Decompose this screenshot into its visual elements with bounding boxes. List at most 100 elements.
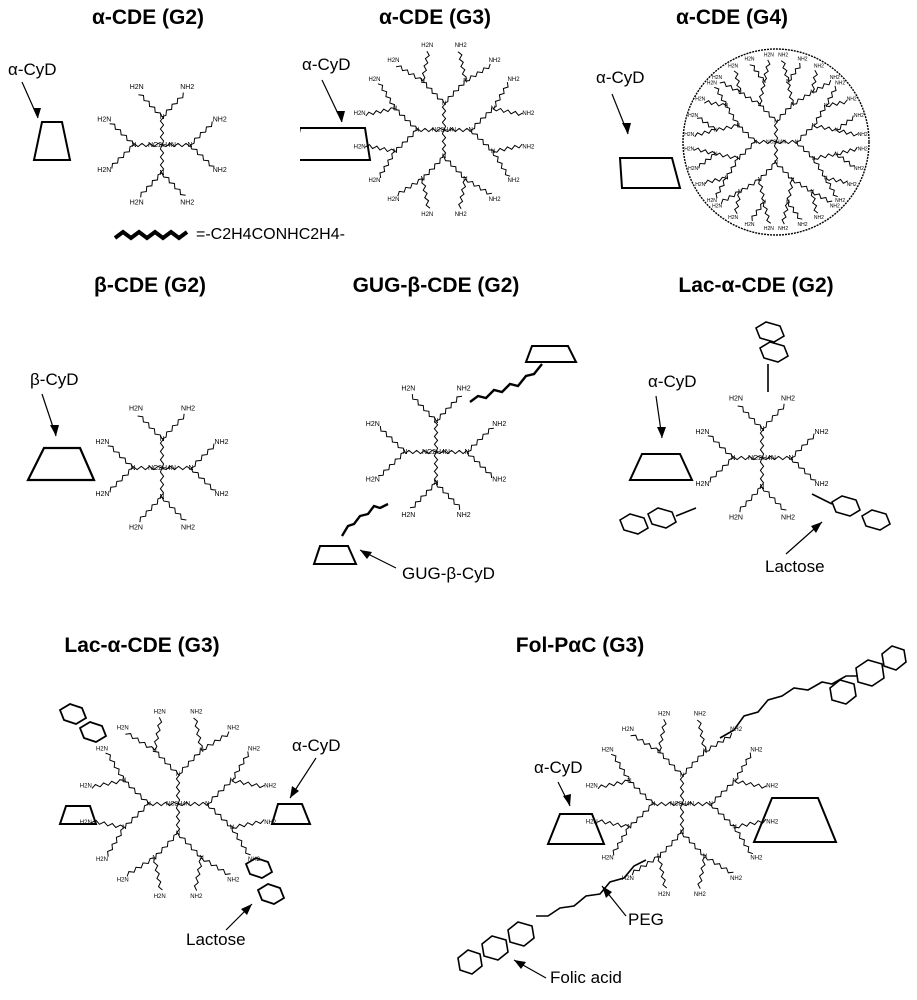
atom-label: NH2 (213, 167, 227, 174)
atom-label: N (152, 748, 156, 754)
atom-label: NH2 (858, 146, 868, 152)
lactose-label: Lactose (186, 930, 246, 949)
atom-label: H2N (80, 820, 92, 826)
atom-label: NH2 (835, 81, 845, 87)
gug-cyd-label: GUG-β-CyD (402, 564, 495, 583)
atom-label: H2N (154, 894, 166, 900)
atom-label: N (442, 101, 446, 107)
dendrimer-g3: NC2H4NNNH2NH2NNNH2NH2NNNH2NH2NNH2NH2NNNH… (80, 709, 277, 899)
atom-label: N (420, 79, 424, 85)
panel-title: Lac-α-CDE (G2) (678, 274, 834, 297)
atom-label: NH2 (522, 144, 535, 150)
atom-label: NH2 (847, 96, 857, 102)
atom-label: NH2 (766, 784, 779, 790)
atom-label: NH2 (457, 512, 471, 519)
atom-label: H2N (712, 75, 722, 81)
lactose-left (619, 507, 697, 535)
molecule-diagram: NC2H4NNNNH2NH2NNH2NH2NNNNH2NH2NNH2NH2NNN… (611, 48, 870, 236)
cyclodextrin-ring-right (270, 803, 312, 825)
atom-label: H2N (368, 178, 380, 184)
panel-title: α-CDE (G3) (378, 6, 492, 29)
dendrimer-g3: NC2H4NNNH2NH2NNNH2NH2NNNH2NH2NNH2NH2NNNH… (586, 711, 779, 897)
atom-label: NH2 (180, 84, 194, 91)
atom-label: NH2 (797, 222, 807, 228)
cyclodextrin-ring (32, 121, 72, 161)
molecule-diagram: NC2H4NNNH2NH2NNNH2NH2NNNH2NH2NNH2NH2NNNH… (457, 645, 907, 979)
atom-label: NH2 (508, 77, 521, 83)
dendrimer-shell (682, 48, 870, 236)
atom-label: NH2 (830, 203, 840, 209)
dendrimer-g3: NC2H4NNNH2NH2NNNH2NH2NNNH2NH2NNH2NH2NNNH… (354, 43, 535, 218)
atom-label: NH2 (781, 395, 795, 402)
atom-label: H2N (658, 892, 670, 898)
atom-label: H2N (95, 439, 109, 446)
atom-label: N (393, 106, 397, 112)
atom-label: H2N (354, 111, 366, 117)
lactose-bottom (244, 857, 286, 905)
atom-label: NH2 (730, 876, 743, 882)
atom-label: NH2 (227, 878, 240, 884)
atom-label: NH2 (694, 711, 707, 717)
cyd-label: α-CyD (8, 60, 57, 79)
linker-zigzag-icon (113, 229, 189, 241)
atom-label: N (759, 426, 764, 433)
atom-label: N (703, 749, 707, 755)
atom-label: NH2 (264, 783, 277, 789)
atom-label: H2N (695, 96, 705, 102)
atom-label: H2N (728, 215, 738, 221)
atom-label: NH2 (489, 197, 502, 203)
atom-label: H2N (401, 512, 415, 519)
atom-label: NH2 (847, 182, 857, 188)
atom-label: N (786, 79, 790, 85)
folic-acid-label: Folic acid (550, 968, 622, 987)
atom-label: NH2 (492, 476, 506, 483)
cyclodextrin-ring-bottom (312, 545, 358, 565)
atom-label: H2N (96, 857, 108, 863)
atom-label: N (724, 103, 728, 109)
atom-label: N (738, 90, 742, 96)
cyclodextrin-ring-right (752, 797, 838, 843)
molecule-diagram: NC2H4NNNH2NH2NNNH2NH2NNNH2NH2NNH2NH2NNNH… (300, 43, 535, 218)
atom-label: H2N (366, 476, 380, 483)
atom-label: H2N (684, 132, 694, 138)
atom-label: N (657, 749, 661, 755)
folate-bottom (457, 921, 535, 975)
cyd-label: β-CyD (30, 370, 79, 389)
atom-label: H2N (154, 709, 166, 715)
atom-label: H2N (602, 747, 614, 753)
atom-label: N (627, 779, 631, 785)
atom-label: N (159, 114, 164, 121)
atom-label: NH2 (797, 56, 807, 62)
cyd-label: α-CyD (596, 68, 645, 87)
atom-label: H2N (97, 117, 111, 124)
atom-label: NH2 (181, 524, 195, 531)
cyd-label: α-CyD (302, 55, 351, 74)
atom-label: NH2 (215, 491, 229, 498)
atom-label: NH2 (778, 226, 788, 232)
atom-label: N (415, 128, 419, 134)
atom-label: H2N (622, 876, 634, 882)
atom-label: NH2 (213, 117, 227, 124)
atom-label: H2N (688, 166, 698, 172)
panel-title: Fol-PαC (G3) (515, 634, 645, 657)
atom-label: NH2 (455, 43, 468, 49)
atom-label: H2N (354, 144, 366, 150)
atom-label: N (758, 102, 762, 108)
atom-label: H2N (688, 113, 698, 119)
atom-label: NH2 (694, 892, 707, 898)
atom-label: H2N (602, 856, 614, 862)
peg-label: PEG (628, 910, 664, 929)
atom-label: H2N (586, 819, 598, 825)
atom-label: NH2 (781, 514, 795, 521)
atom-label: H2N (80, 783, 92, 789)
lactose-right (811, 493, 891, 531)
